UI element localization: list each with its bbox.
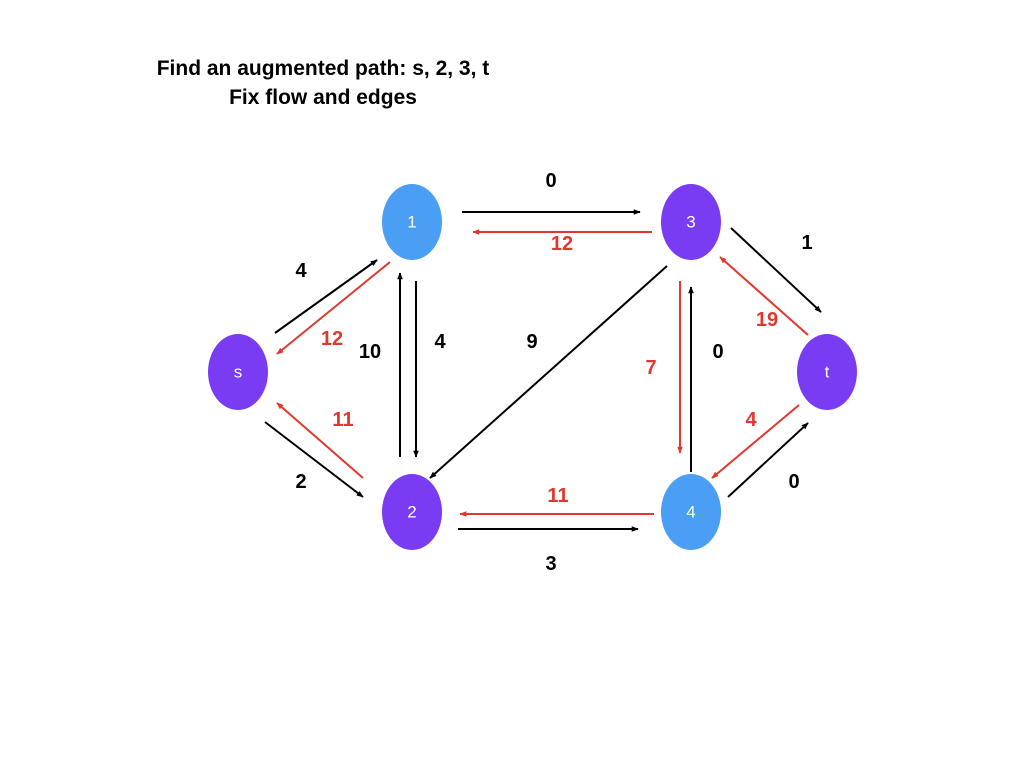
node-1 <box>382 184 442 260</box>
edge-label-3-to-2: 9 <box>526 331 537 353</box>
node-4 <box>661 474 721 550</box>
node-label-2: 2 <box>407 503 416 522</box>
edge-label-2-to-1: 10 <box>359 341 381 363</box>
node-2 <box>382 474 442 550</box>
edge-s-to-1 <box>274 259 378 334</box>
edge-label-4-to-2: 11 <box>547 485 568 507</box>
edge-label-s-to-1: 4 <box>295 260 307 282</box>
node-3 <box>661 184 721 260</box>
node-label-1: 1 <box>407 213 416 232</box>
title-line-2: Fix flow and edges <box>229 86 417 109</box>
edge-label-t-to-3: 19 <box>756 309 778 331</box>
edge-1-to-s <box>276 261 391 355</box>
edge-label-3-to-t: 1 <box>801 232 812 254</box>
edge-label-2-to-s: 11 <box>332 409 353 431</box>
edge-label-3-to-4: 7 <box>645 357 656 379</box>
edge-label-3-to-1: 12 <box>551 233 573 255</box>
edge-label-1-to-2: 4 <box>434 331 446 353</box>
edge-label-t-to-4: 4 <box>745 409 757 431</box>
edge-label-2-to-4: 3 <box>545 553 556 575</box>
edge-s-to-2 <box>264 421 364 498</box>
edge-4-to-t <box>727 422 809 498</box>
edge-label-s-to-2: 2 <box>295 471 306 493</box>
node-s <box>208 334 268 410</box>
edge-3-to-2 <box>429 265 668 479</box>
node-label-4: 4 <box>686 503 695 522</box>
edge-2-to-s <box>276 402 364 479</box>
edge-label-4-to-t: 0 <box>788 471 799 493</box>
edge-t-to-4 <box>711 404 800 479</box>
node-label-s: s <box>234 363 243 382</box>
edge-t-to-3 <box>719 256 809 336</box>
node-label-t: t <box>825 363 830 382</box>
edge-3-to-t <box>730 227 822 313</box>
edge-label-4-to-3: 0 <box>712 341 723 363</box>
title-line-1: Find an augmented path: s, 2, 3, t <box>156 57 490 80</box>
edge-label-1-to-3: 0 <box>545 170 556 192</box>
node-t <box>797 334 857 410</box>
edge-label-1-to-s: 12 <box>321 328 343 350</box>
node-label-3: 3 <box>686 213 695 232</box>
